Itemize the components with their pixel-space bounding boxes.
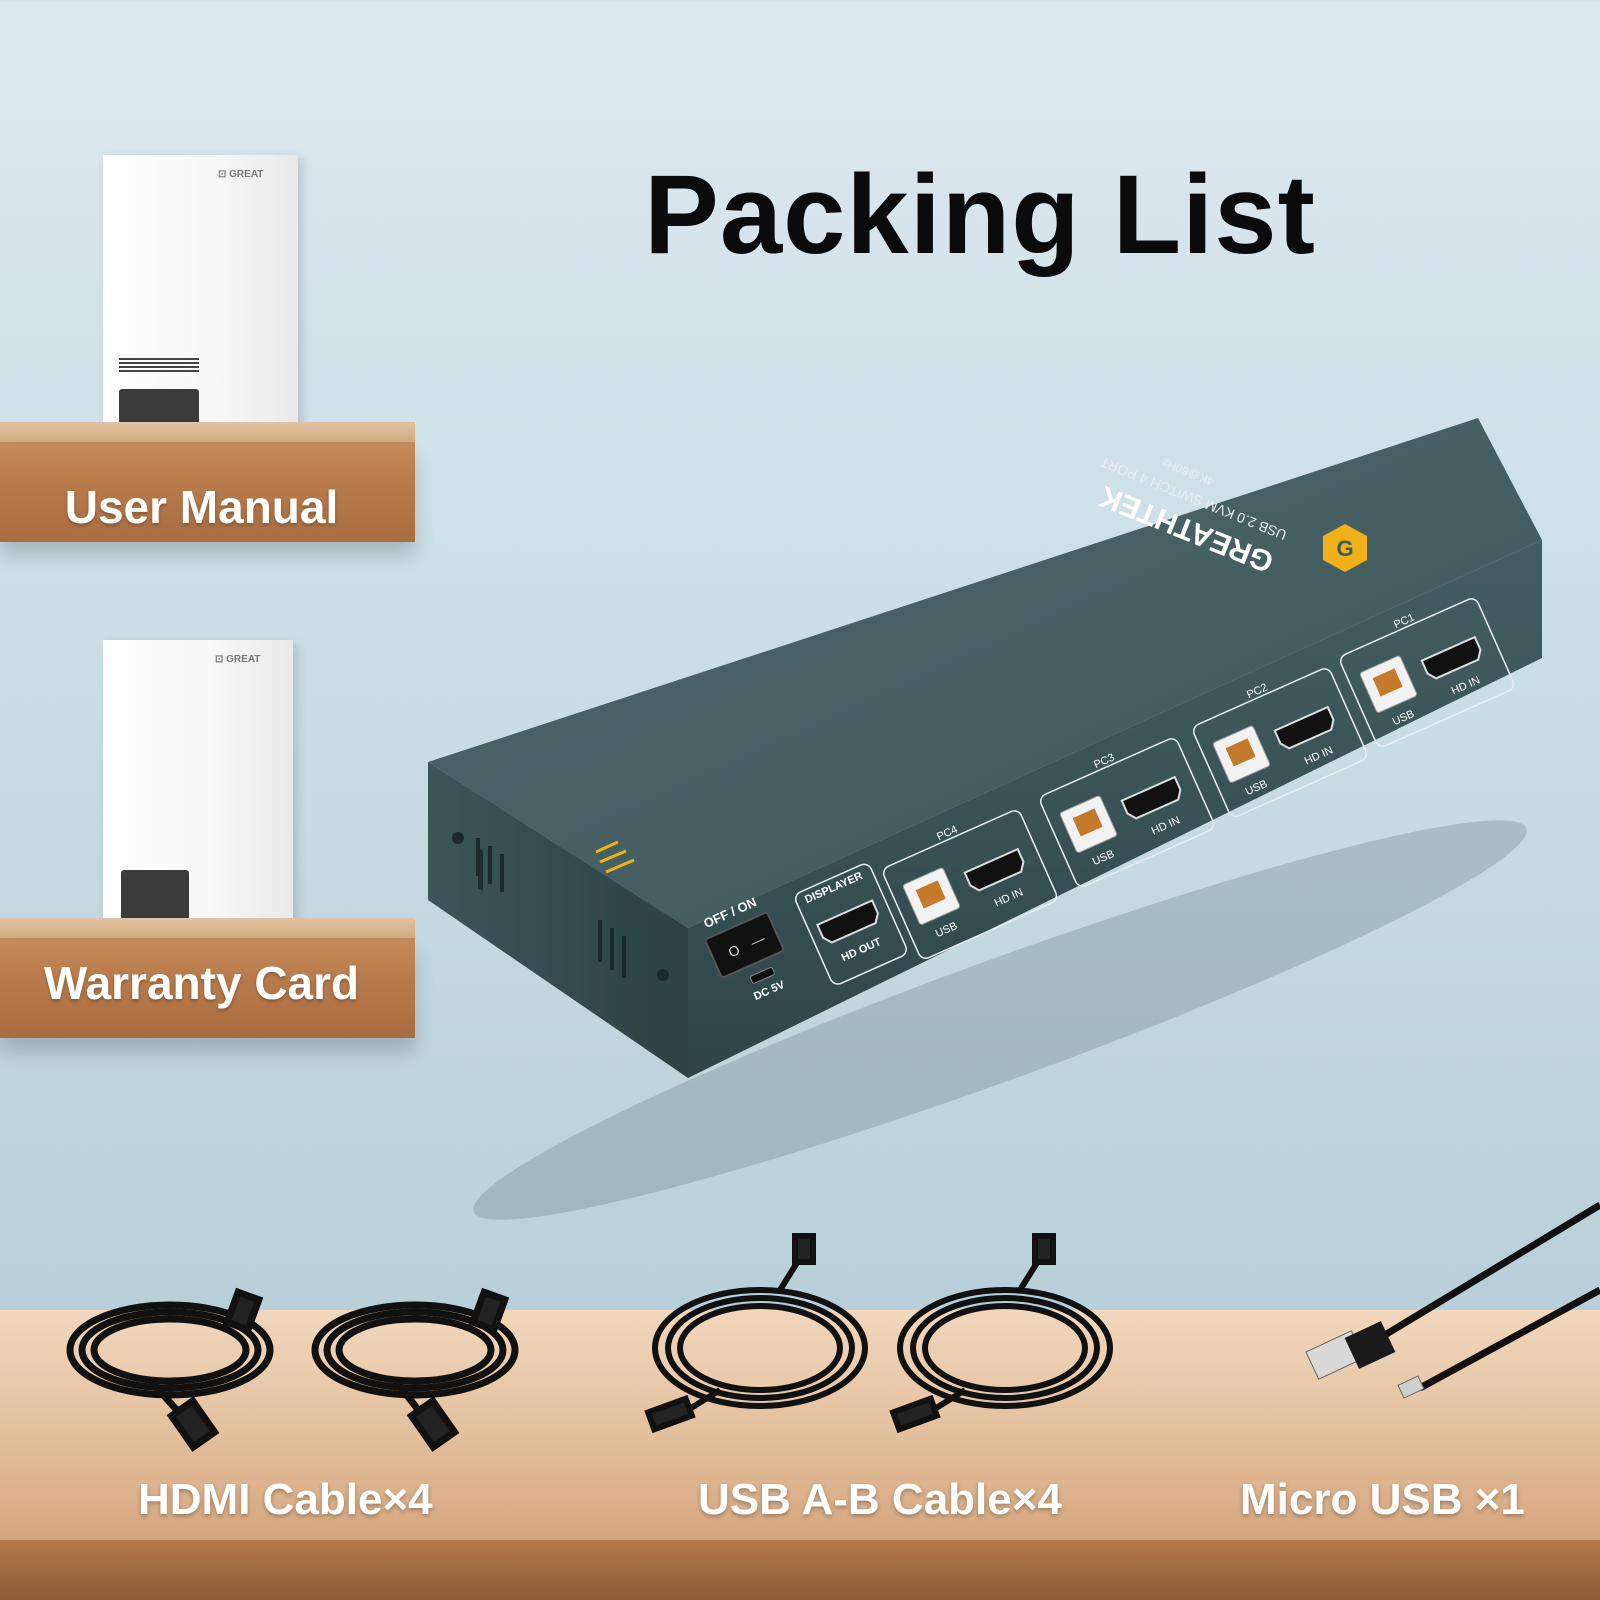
accent-stripe-2 <box>599 849 627 864</box>
hdmi-out-port <box>816 899 879 944</box>
warranty-dark-block <box>121 870 189 920</box>
usb-ab-cable-icon-2 <box>889 1233 1113 1434</box>
brand-logo-icon: G <box>1323 524 1367 572</box>
accent-stripe-3 <box>605 858 635 874</box>
cables-illustration <box>66 1202 1600 1452</box>
manual-text-lines <box>119 358 199 372</box>
lower-shelf-top <box>0 918 415 938</box>
side-screw-2 <box>657 969 669 981</box>
micro-usb-power-port <box>749 967 775 984</box>
hdmi-cable-icon-2 <box>311 1287 519 1452</box>
user-manual-label: User Manual <box>64 481 339 533</box>
device-front-face <box>688 540 1542 1078</box>
side-screw-1 <box>452 832 464 844</box>
hdmi-cable-icon-1 <box>66 1287 274 1452</box>
user-manual-booklet: ⊡ GREAT <box>103 155 298 445</box>
pc4-hdmi-port <box>963 847 1025 892</box>
lower-shelf <box>0 938 415 1038</box>
warranty-card-label: Warranty Card <box>43 957 360 1009</box>
device-top-face <box>428 418 1542 928</box>
pc2-port-group: PC2 USB HD IN <box>1192 668 1368 817</box>
micro-usb-cable-icon <box>1305 1202 1600 1399</box>
page-title: Packing List <box>644 152 1316 277</box>
device-shadow <box>473 820 1527 1220</box>
warranty-brand-mark: ⊡ GREAT <box>215 654 261 665</box>
bottom-table-edge <box>0 1540 1600 1600</box>
warranty-card: ⊡ GREAT <box>103 640 293 920</box>
manual-brand-mark: ⊡ GREAT <box>218 169 264 180</box>
pc3-hdmi-port <box>1120 775 1182 820</box>
device-left-side <box>428 762 688 1078</box>
svg-text:G: G <box>1336 536 1353 561</box>
power-switch <box>704 911 785 979</box>
micro-usb-label: Micro USB ×1 <box>1240 1475 1525 1524</box>
pc2-hdmi-port <box>1273 705 1335 750</box>
accent-stripe-1 <box>595 840 619 854</box>
switch-on-symbol: — <box>748 930 767 950</box>
hdmi-cable-label: HDMI Cable×4 <box>138 1475 433 1524</box>
upper-shelf <box>0 442 415 542</box>
pc3-port-group: PC3 USB HD IN <box>1039 738 1215 887</box>
usb-ab-cable-label: USB A-B Cable×4 <box>698 1475 1062 1524</box>
upper-shelf-top <box>0 422 415 442</box>
pc1-hdmi-port <box>1420 635 1482 680</box>
usb-ab-cable-icon-1 <box>644 1233 868 1434</box>
pc1-port-group: PC1 USB HD IN <box>1339 598 1515 747</box>
